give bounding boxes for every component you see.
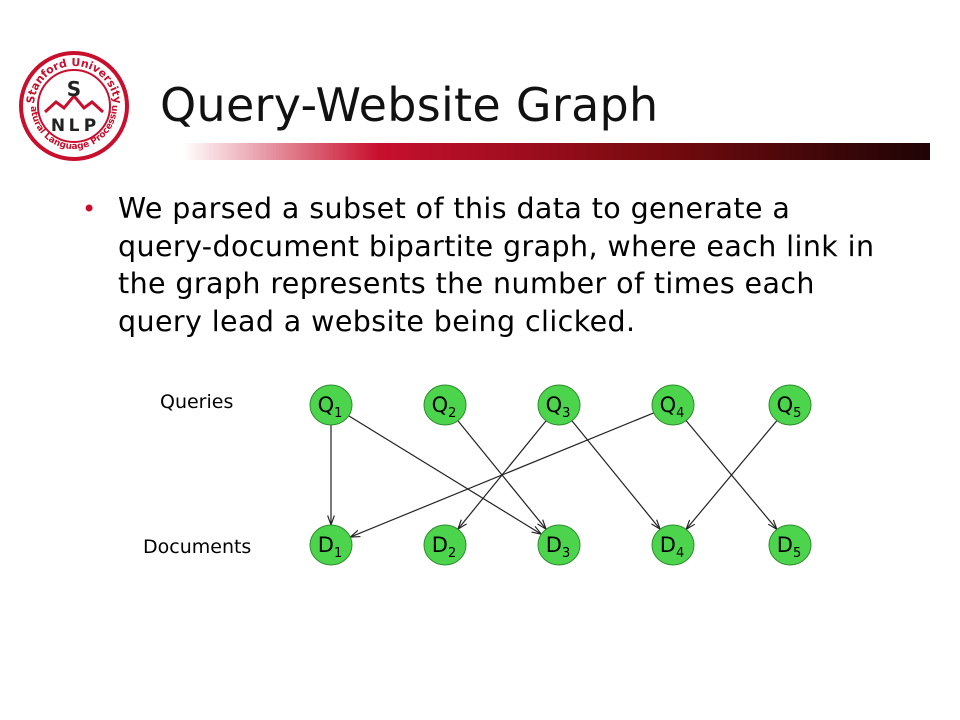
document-node-label: D1 xyxy=(318,533,342,561)
stanford-nlp-logo: Stanford University Natural Language Pro… xyxy=(18,50,129,161)
query-node-circle xyxy=(423,384,467,426)
logo-letter-p: P xyxy=(84,116,96,136)
logo-mountain-icon xyxy=(43,93,105,114)
document-node-circle xyxy=(423,524,467,566)
query-node-q4: Q4 xyxy=(651,384,695,426)
document-node-label: D2 xyxy=(432,533,456,561)
edge-q3-d4 xyxy=(571,420,660,529)
document-node-d5: D5 xyxy=(768,524,812,566)
document-node-d4: D4 xyxy=(651,524,695,566)
document-node-label: D3 xyxy=(546,533,570,561)
logo-letter-l: L xyxy=(69,116,80,136)
query-node-label: Q4 xyxy=(660,393,685,421)
document-node-label: D4 xyxy=(660,533,684,561)
query-node-q1: Q1 xyxy=(309,384,353,426)
document-node-circle xyxy=(537,524,581,566)
documents-row-label: Documents xyxy=(143,536,251,558)
query-node-q3: Q3 xyxy=(537,384,581,426)
document-node-circle xyxy=(768,524,812,566)
query-node-circle xyxy=(651,384,695,426)
document-node-d3: D3 xyxy=(537,524,581,566)
bullet-item: • We parsed a subset of this data to gen… xyxy=(80,190,890,340)
query-node-q5: Q5 xyxy=(768,384,812,426)
query-node-label: Q5 xyxy=(777,393,802,421)
edges-layer xyxy=(331,412,778,537)
queries-row-label: Queries xyxy=(160,391,233,413)
logo-letter-n: N xyxy=(51,116,65,136)
document-node-circle xyxy=(651,524,695,566)
bullet-marker: • xyxy=(82,195,97,223)
edge-q4-d1 xyxy=(350,412,654,537)
document-node-d1: D1 xyxy=(309,524,353,566)
document-node-d2: D2 xyxy=(423,524,467,566)
query-node-label: Q3 xyxy=(546,393,571,421)
query-node-label: Q1 xyxy=(318,393,343,421)
query-node-label: Q2 xyxy=(432,393,457,421)
query-node-q2: Q2 xyxy=(423,384,467,426)
logo-letter-s: S xyxy=(67,77,81,101)
edge-q5-d4 xyxy=(686,420,778,530)
bullet-text: We parsed a subset of this data to gener… xyxy=(118,192,875,338)
title-underline-bar xyxy=(118,143,930,160)
slide-title: Query-Website Graph xyxy=(160,78,659,132)
bullet-list: • We parsed a subset of this data to gen… xyxy=(80,190,890,340)
logo-inner-ring xyxy=(37,69,111,143)
query-node-circle xyxy=(309,384,353,426)
document-node-circle xyxy=(309,524,353,566)
query-node-circle xyxy=(768,384,812,426)
query-node-circle xyxy=(537,384,581,426)
document-node-label: D5 xyxy=(777,533,801,561)
edge-q1-d3 xyxy=(348,415,542,534)
